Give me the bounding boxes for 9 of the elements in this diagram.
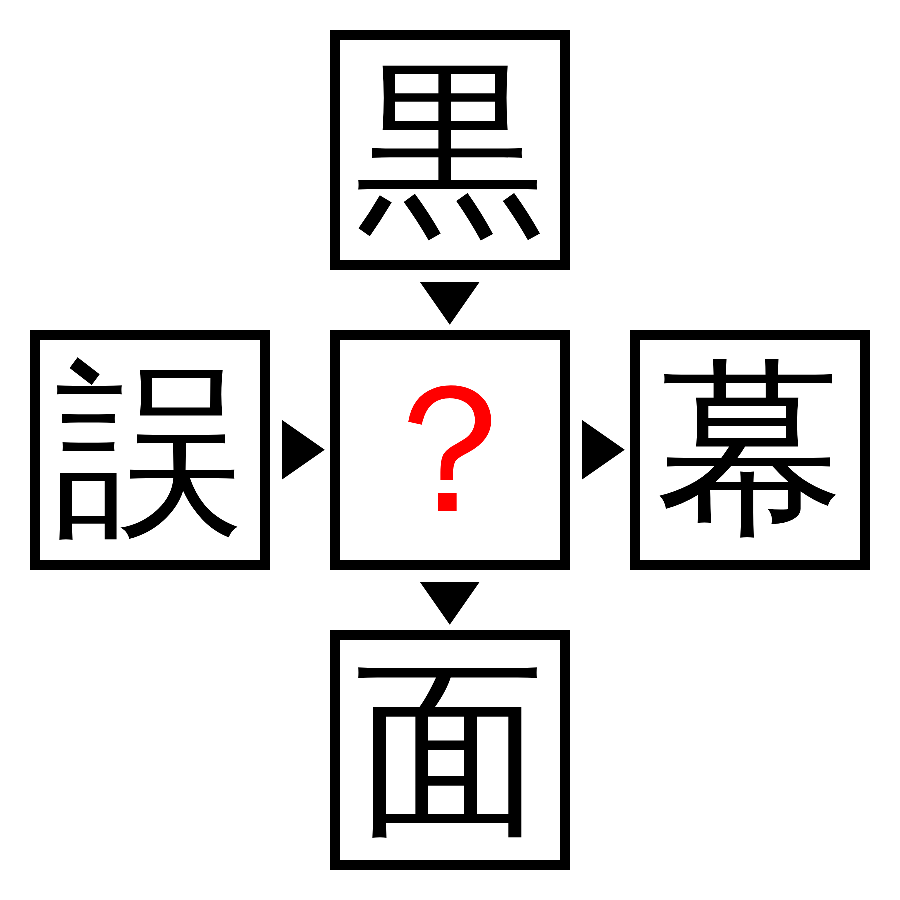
kanji-box: 黒: [330, 30, 570, 270]
kanji-box: 面: [330, 630, 570, 870]
kanji-box: 幕: [630, 330, 870, 570]
question-mark-box: ？: [330, 330, 570, 570]
arrow: [282, 420, 325, 480]
arrow: [420, 282, 480, 325]
arrow: [420, 582, 480, 625]
kanji-box: 誤: [30, 330, 270, 570]
arrow: [582, 420, 625, 480]
